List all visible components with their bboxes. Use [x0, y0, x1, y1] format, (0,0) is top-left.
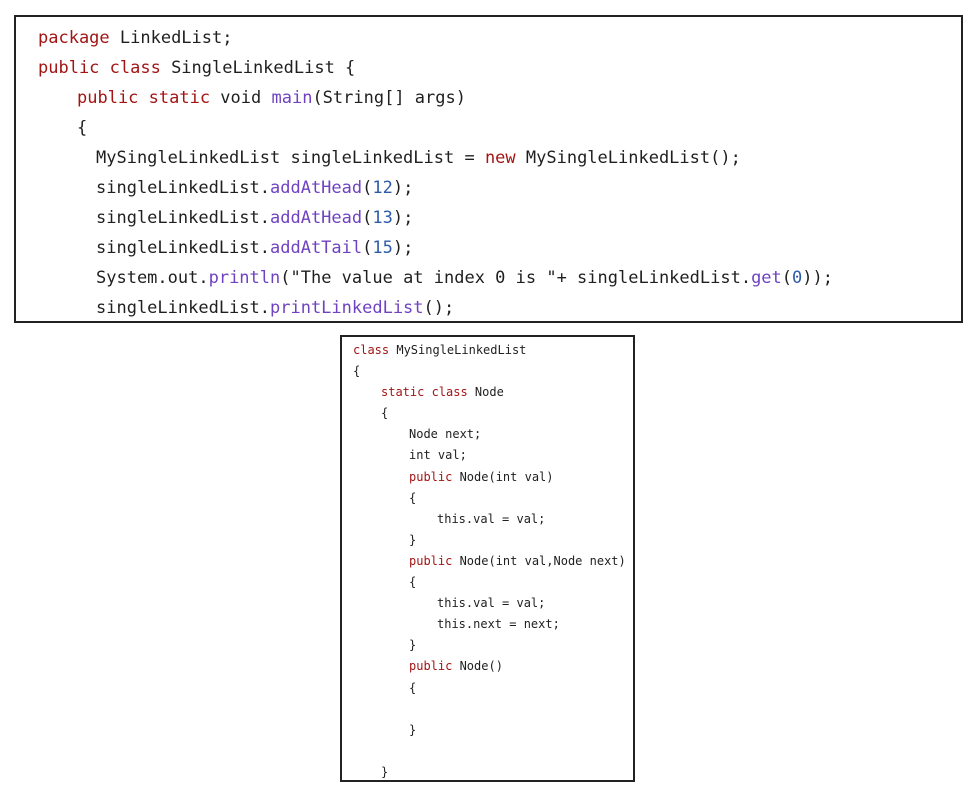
code-line: int val; [342, 445, 633, 466]
code-line: this.val = val; [342, 509, 633, 530]
keyword: static class [381, 385, 468, 400]
code-text: ( [781, 268, 793, 288]
code-text: singleLinkedList. [96, 208, 270, 228]
code-line: public Node(int val,Node next) [342, 551, 633, 572]
code-text: ( [362, 238, 373, 258]
code-text: Node(int val,Node next) [452, 553, 626, 568]
code-line [342, 741, 633, 762]
code-text: Node next; [409, 427, 482, 442]
code-line: { [342, 361, 633, 382]
code-line: this.next = next; [342, 614, 633, 635]
code-line: } [342, 762, 633, 783]
code-text: ("The value at index 0 is "+ singleLinke… [280, 268, 752, 288]
code-line [342, 699, 633, 720]
code-text: Node(int val) [452, 469, 554, 484]
number-literal: 0 [792, 268, 803, 288]
code-text: (String[] args) [312, 88, 466, 108]
code-text: this.val = val; [437, 511, 546, 526]
code-text: { [409, 490, 417, 505]
keyword: public [409, 659, 453, 674]
number-literal: 12 [372, 178, 393, 198]
code-line: { [342, 678, 633, 699]
code-text: singleLinkedList. [96, 238, 270, 258]
code-text: } [409, 722, 417, 737]
code-line: Node next; [342, 424, 633, 445]
number-literal: 13 [372, 208, 393, 228]
code-text: } [409, 638, 417, 653]
code-line: singleLinkedList.addAtTail(15); [16, 233, 961, 263]
code-text: )); [802, 268, 833, 288]
code-text: { [381, 406, 389, 421]
code-line: } [342, 530, 633, 551]
main-code-block: package LinkedList; public class SingleL… [14, 15, 963, 323]
code-text: ( [362, 178, 373, 198]
code-line: System.out.println("The value at index 0… [16, 263, 961, 293]
keyword: public [409, 553, 453, 568]
code-text: { [77, 118, 88, 138]
method-name: println [208, 268, 281, 288]
code-line: { [16, 113, 961, 143]
code-text: this.val = val; [437, 596, 546, 611]
code-text: ( [362, 208, 373, 228]
code-text: singleLinkedList. [96, 178, 270, 198]
class-code-block: class MySingleLinkedList { static class … [340, 335, 635, 782]
code-line: public static void main(String[] args) [16, 83, 961, 113]
code-line: singleLinkedList.addAtHead(12); [16, 173, 961, 203]
code-text: void [210, 88, 272, 108]
code-text: MySingleLinkedList singleLinkedList = [96, 148, 485, 168]
code-text: (); [423, 298, 455, 318]
code-text: MySingleLinkedList [389, 343, 527, 357]
code-text: System.out. [96, 268, 209, 288]
code-line: } [342, 720, 633, 741]
method-name: main [271, 88, 313, 108]
code-text: { [353, 364, 361, 379]
code-line: singleLinkedList.printLinkedList(); [16, 293, 961, 323]
method-name: get [751, 268, 782, 288]
code-text: Node [467, 385, 504, 400]
code-text: { [409, 680, 417, 695]
code-line: public Node(int val) [342, 467, 633, 488]
number-literal: 15 [372, 238, 393, 258]
method-name: printLinkedList [270, 298, 424, 318]
code-text: { [409, 575, 417, 590]
code-text: ); [392, 178, 414, 198]
code-line: class MySingleLinkedList [342, 340, 633, 361]
code-text: SingleLinkedList { [160, 58, 356, 78]
code-line: singleLinkedList.addAtHead(13); [16, 203, 961, 233]
keyword: new [484, 148, 516, 168]
code-line: { [342, 572, 633, 593]
code-text: } [409, 532, 417, 547]
code-text: this.next = next; [437, 617, 560, 632]
method-name: addAtHead [270, 208, 363, 228]
code-text: MySingleLinkedList(); [515, 148, 741, 168]
code-text: } [381, 764, 389, 779]
code-text: ); [392, 238, 414, 258]
code-line: { [342, 403, 633, 424]
keyword: class [353, 343, 390, 357]
code-line: } [342, 635, 633, 656]
code-line: public Node() [342, 656, 633, 677]
code-text: int val; [409, 448, 467, 463]
code-line: { [342, 488, 633, 509]
code-text: LinkedList; [109, 28, 233, 48]
keyword: public static [77, 88, 211, 108]
code-line: this.val = val; [342, 593, 633, 614]
keyword: package [38, 28, 110, 48]
method-name: addAtTail [270, 238, 363, 258]
code-line: public class SingleLinkedList { [16, 53, 961, 83]
code-text: singleLinkedList. [96, 298, 270, 318]
code-line: static class Node [342, 382, 633, 403]
code-text: Node() [452, 659, 503, 674]
code-text: ); [392, 208, 414, 228]
code-line: MySingleLinkedList singleLinkedList = ne… [16, 143, 961, 173]
keyword: public class [38, 58, 161, 78]
code-line: package LinkedList; [16, 23, 961, 53]
keyword: public [409, 469, 453, 484]
method-name: addAtHead [270, 178, 363, 198]
